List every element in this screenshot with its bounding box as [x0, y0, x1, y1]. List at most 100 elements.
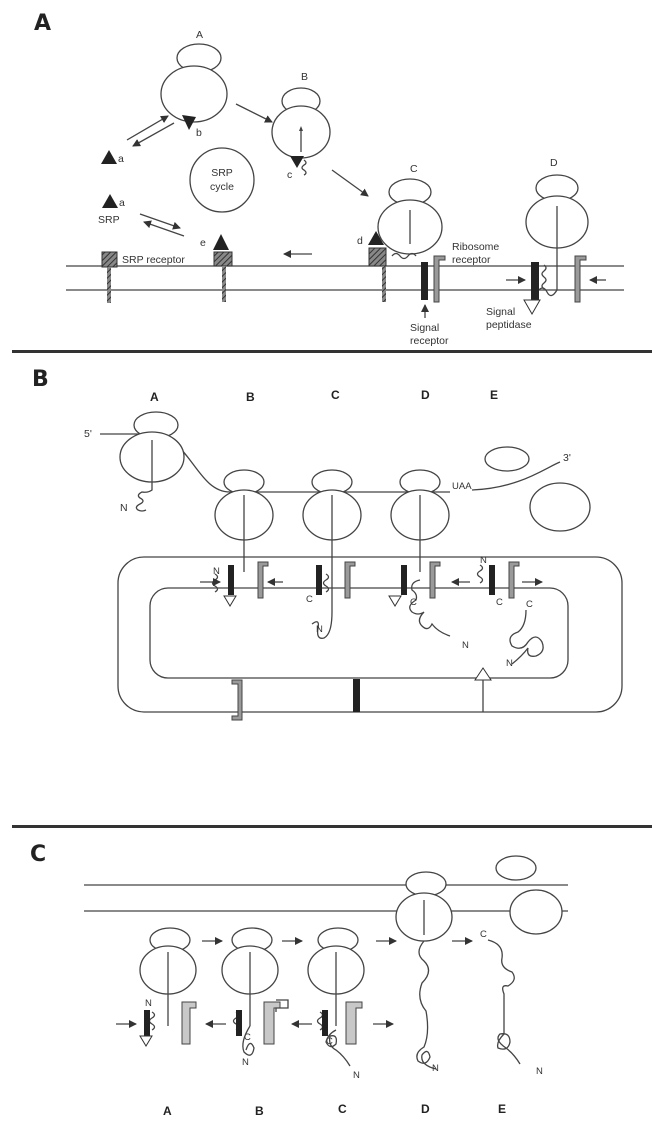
signal-sequence-wave — [302, 160, 306, 175]
signal-sequence-wave — [542, 265, 546, 289]
marker-label-d: d — [357, 235, 363, 247]
panel-c: C N C N — [30, 842, 568, 1118]
signal-receptor-icon — [144, 1010, 150, 1036]
signal-sequence-wave — [478, 565, 483, 583]
n-label: N — [242, 1057, 249, 1068]
stage-label-a: A — [163, 1104, 172, 1118]
n-label: N — [432, 1063, 439, 1074]
panel-b: B A B C D E 5' UAA 3' N — [32, 367, 622, 720]
signal-sequence-wave — [136, 482, 152, 511]
srp-label: SRP — [98, 214, 120, 226]
ribosome-receptor-icon — [430, 562, 440, 598]
srp-receptor-stem — [107, 267, 111, 303]
stage-label-c: C — [338, 1102, 347, 1116]
c-label: C — [306, 594, 313, 605]
c-label: C — [480, 929, 487, 940]
large-subunit — [161, 66, 227, 122]
signal-peptidase-icon — [389, 596, 401, 606]
c-label: C — [410, 597, 417, 608]
ribosome-label-c: C — [410, 163, 418, 175]
ribosome-label-a: A — [196, 29, 203, 41]
small-subunit — [496, 856, 536, 880]
c-label: C — [496, 597, 503, 608]
signal-receptor-icon — [322, 1010, 328, 1036]
signal-receptor-label-1: Signal — [410, 322, 439, 334]
ribosome-a: A b — [161, 29, 227, 139]
signal-receptor-icon — [421, 262, 428, 300]
n-label: N — [316, 624, 323, 635]
small-subunit — [485, 447, 529, 471]
srp-receptor-icon — [369, 248, 386, 266]
srp-receptor-icon — [102, 252, 117, 267]
panel-c-letter: C — [30, 842, 46, 867]
ribosome-receptor-icon — [509, 562, 519, 598]
signal-peptidase-label-2: peptidase — [486, 319, 532, 331]
stage-label-e: E — [498, 1102, 506, 1116]
large-subunit — [530, 483, 590, 531]
ribosome-receptor-icon — [434, 256, 445, 302]
arrow — [133, 123, 174, 146]
signal-receptor-icon — [228, 565, 234, 595]
signal-peptidase-icon — [224, 596, 236, 606]
panel-a-letter: A — [34, 11, 51, 36]
ribosome-receptor-icon — [182, 1002, 196, 1044]
three-prime-label: 3' — [563, 452, 571, 464]
signal-peptidase-label-1: Signal — [486, 306, 515, 318]
signal-sequence-wave — [318, 1012, 323, 1030]
ribosome-receptor-icon — [575, 256, 586, 302]
srp-icon — [213, 234, 229, 250]
panel-a: A A b B c C d — [34, 11, 624, 347]
srp-icon — [101, 150, 117, 164]
srp-receptor-icon — [214, 252, 232, 266]
ribosome-receptor-label-1: Ribosome — [452, 241, 499, 253]
signal-receptor-icon — [236, 1010, 242, 1036]
ribosome-receptor-icon — [345, 562, 355, 598]
signal-sequence-wave — [324, 574, 329, 592]
n-label: N — [145, 998, 152, 1009]
arrow — [236, 104, 272, 122]
folded-chain — [488, 940, 520, 1064]
stage-label-d: D — [421, 388, 430, 402]
translocon-d: C N — [401, 562, 469, 651]
srp-cycle-label-2: cycle — [210, 181, 234, 193]
srp-cycle-label-1: SRP — [211, 167, 233, 179]
marker-label-a2: a — [119, 197, 125, 209]
signal-receptor-icon — [353, 679, 360, 712]
n-label: N — [353, 1070, 360, 1081]
small-subunit — [406, 872, 446, 896]
n-label: N — [213, 566, 220, 577]
five-prime-label: 5' — [84, 428, 92, 440]
ribosome-receptor-label-2: receptor — [452, 254, 491, 266]
stage-label-e: E — [490, 388, 498, 402]
signal-peptidase-icon — [524, 300, 540, 314]
signal-peptidase-icon — [140, 1036, 152, 1046]
ribosome-c-d: N — [396, 872, 452, 1074]
ribosome-receptor-icon — [232, 680, 242, 720]
stage-label-a: A — [150, 390, 159, 404]
er-outer-membrane — [118, 557, 622, 712]
ribosome-c-c: C N — [292, 928, 393, 1081]
signal-receptor-icon — [531, 262, 539, 300]
n-label: N — [462, 640, 469, 651]
stage-label-b: B — [255, 1104, 264, 1118]
ribosome-label-d: D — [550, 157, 558, 169]
marker-label-e: e — [200, 237, 206, 249]
large-subunit — [510, 890, 562, 934]
marker-label-c: c — [287, 169, 292, 181]
n-label: N — [506, 658, 513, 669]
panel-divider — [12, 350, 652, 353]
panel-b-letter: B — [32, 367, 49, 392]
translocon-b: N — [200, 562, 283, 606]
n-label: N — [536, 1066, 543, 1077]
signal-receptor-icon — [316, 565, 322, 595]
stage-label-b: B — [246, 390, 255, 404]
folding-chain — [417, 941, 436, 1069]
ribosome-b: B c — [272, 71, 330, 181]
signal-receptor-icon — [401, 565, 407, 595]
ribosome-receptor-icon — [258, 562, 268, 598]
arrow — [140, 214, 180, 228]
stop-codon-label: UAA — [452, 481, 472, 492]
signal-receptor-icon — [489, 565, 495, 595]
arrow — [332, 170, 368, 196]
